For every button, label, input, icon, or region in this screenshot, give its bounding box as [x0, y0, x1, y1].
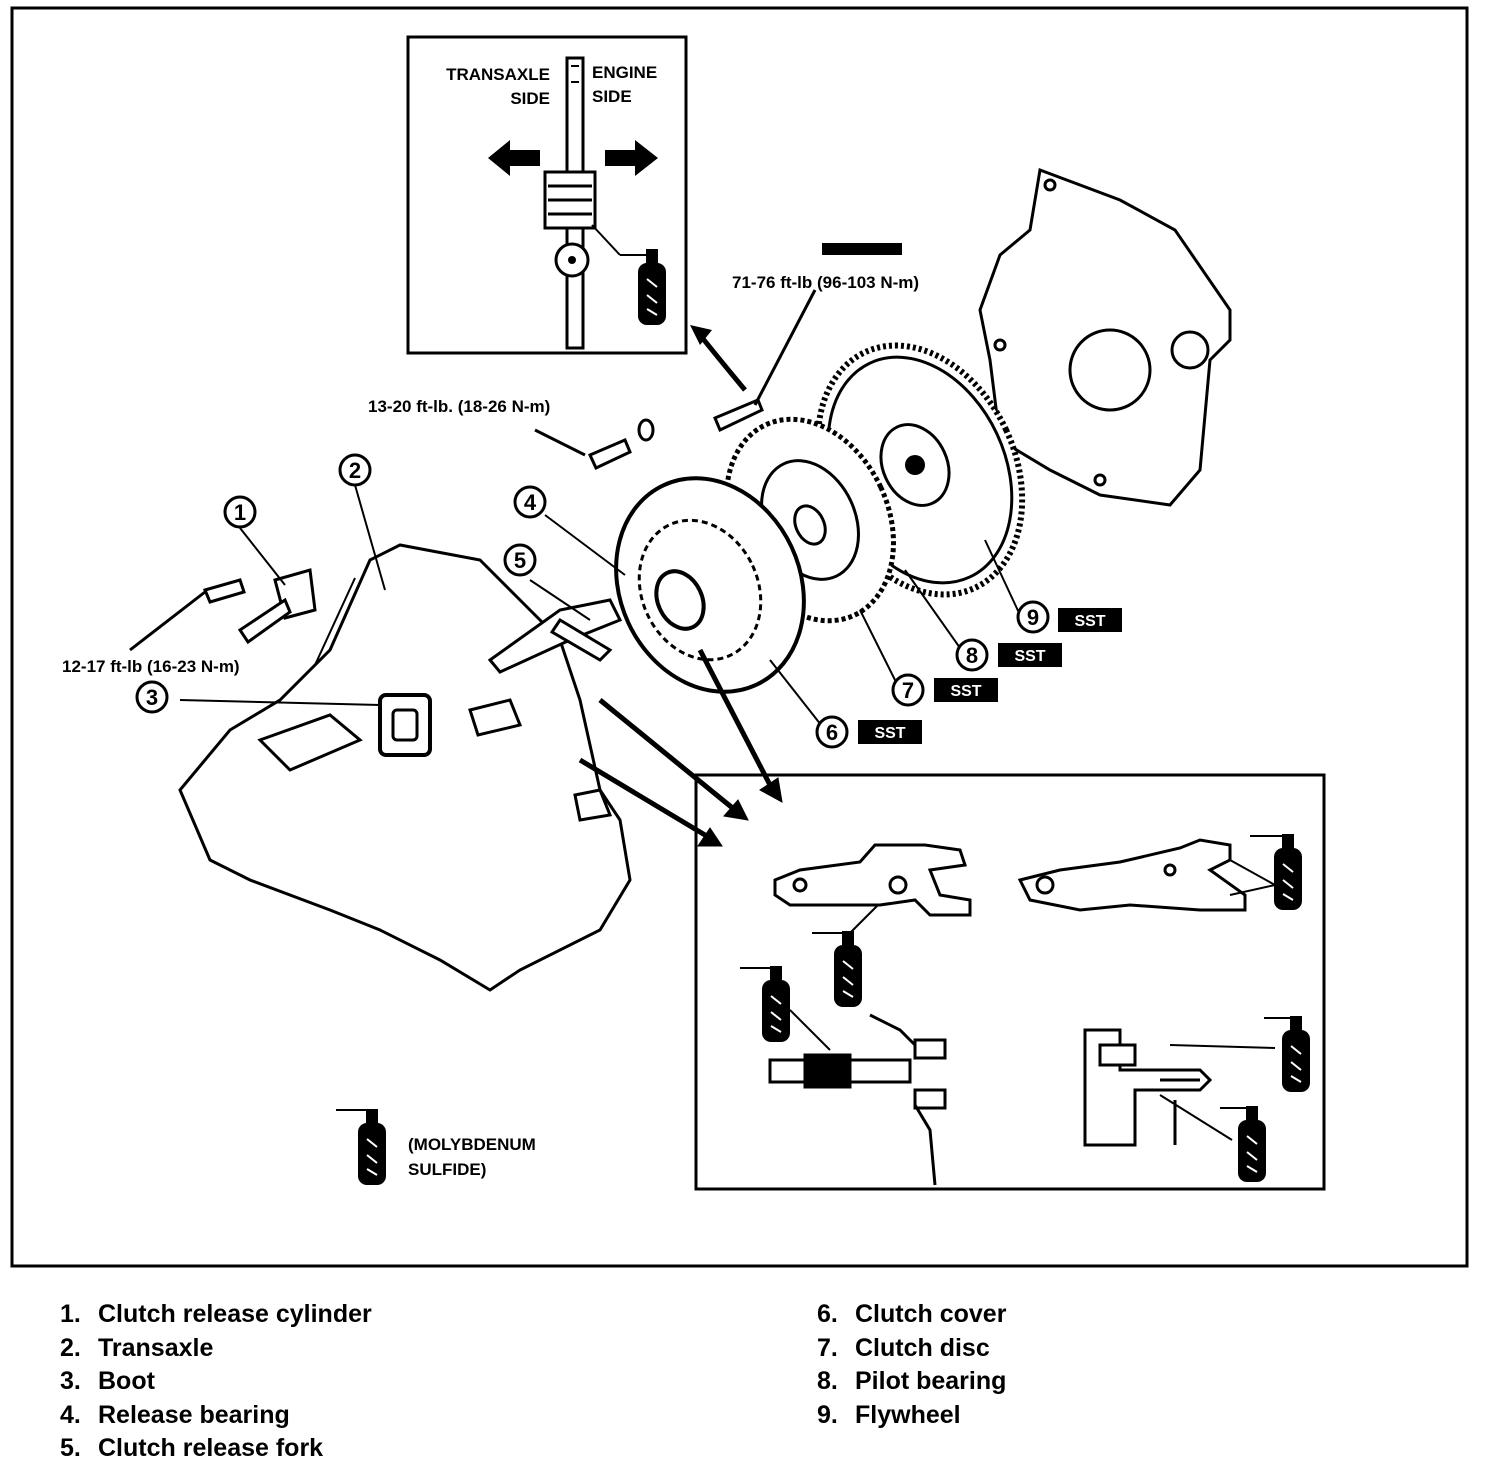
- legend-item: 6.Clutch cover: [817, 1300, 1007, 1328]
- legend-item: 7.Clutch disc: [817, 1333, 990, 1362]
- grease-can-icon: [357, 1108, 387, 1186]
- svg-text:SST: SST: [1014, 648, 1045, 665]
- legend-item: 3.Boot: [60, 1367, 155, 1395]
- diagram-frame: [10, 6, 1469, 1268]
- svg-text:6: 6: [826, 720, 838, 745]
- grease-can-icon: [761, 965, 791, 1043]
- svg-text:SST: SST: [1074, 613, 1105, 630]
- transaxle-side-label-1: TRANSAXLE: [446, 65, 550, 84]
- svg-text:1: 1: [234, 500, 246, 525]
- svg-text:3: 3: [146, 685, 158, 710]
- legend-item: 1.Clutch release cylinder: [60, 1300, 372, 1328]
- callout-3: 3: [135, 680, 169, 714]
- cylinder-torque-spec: 12-17 ft-lb (16-23 N-m): [62, 657, 240, 676]
- grease-can-icon: [833, 930, 863, 1008]
- callout-9: 9 SST: [1016, 600, 1122, 634]
- grease-can-icon: [1273, 833, 1303, 911]
- inset-orientation-panel: TRANSAXLE SIDE ENGINE SIDE: [406, 35, 688, 355]
- transaxle-housing: [178, 543, 632, 992]
- grease-note-line-1: (MOLYBDENUM: [408, 1135, 536, 1154]
- svg-text:8: 8: [966, 643, 978, 668]
- legend-item: 4.Release bearing: [60, 1400, 290, 1429]
- svg-text:SST: SST: [874, 725, 905, 742]
- legend-item: 2.Transaxle: [60, 1333, 214, 1362]
- cover-torque-spec: 13-20 ft-lb. (18-26 N-m): [368, 397, 550, 416]
- grease-can-icon: [637, 248, 667, 326]
- svg-text:5: 5: [514, 548, 526, 573]
- callout-6: 6 SST: [815, 715, 922, 749]
- svg-text:SST: SST: [950, 683, 981, 700]
- grease-can-icon: [1281, 1015, 1311, 1093]
- callout-1: 1: [223, 495, 257, 529]
- svg-text:2: 2: [349, 458, 361, 483]
- transaxle-side-label-2: SIDE: [510, 89, 550, 108]
- callout-7: 7 SST: [891, 673, 998, 707]
- clutch-release-cylinder: [129, 568, 317, 652]
- legend-left: 1.Clutch release cylinder 2.Transaxle 3.…: [60, 1298, 372, 1466]
- callout-4: 4: [513, 485, 547, 519]
- flywheel-torque-spec: 71-76 ft-lb (96-103 N-m): [732, 273, 919, 292]
- engine-side-label-1: ENGINE: [592, 63, 657, 82]
- callout-5: 5: [503, 543, 537, 577]
- inset-lubrication-panel: [694, 773, 1326, 1191]
- legend-right: 6.Clutch cover 7.Clutch disc 8.Pilot bea…: [817, 1298, 1006, 1432]
- left-arrow-icon: [488, 140, 540, 176]
- engine-side-label-2: SIDE: [592, 87, 632, 106]
- flywheel-bolt: [713, 289, 817, 433]
- svg-text:7: 7: [902, 678, 914, 703]
- grease-can-icon: [1237, 1105, 1267, 1183]
- clutch-release-fork: [487, 598, 623, 674]
- right-arrow-icon: [605, 140, 658, 176]
- grease-note-line-2: SULFIDE): [408, 1160, 486, 1179]
- legend-item: 9.Flywheel: [817, 1400, 961, 1429]
- callout-8: 8 SST: [955, 638, 1062, 672]
- bolt-icon: [822, 243, 902, 255]
- svg-text:9: 9: [1027, 605, 1039, 630]
- legend-item: 8.Pilot bearing: [817, 1367, 1007, 1395]
- engine-rear-plate: [978, 167, 1232, 507]
- callout-2: 2: [338, 453, 372, 487]
- legend-item: 5.Clutch release fork: [60, 1434, 324, 1462]
- svg-text:4: 4: [524, 490, 537, 515]
- cover-bolt: [534, 418, 655, 471]
- grease-note: (MOLYBDENUM SULFIDE): [336, 1108, 536, 1186]
- clutch-cover: [614, 476, 806, 694]
